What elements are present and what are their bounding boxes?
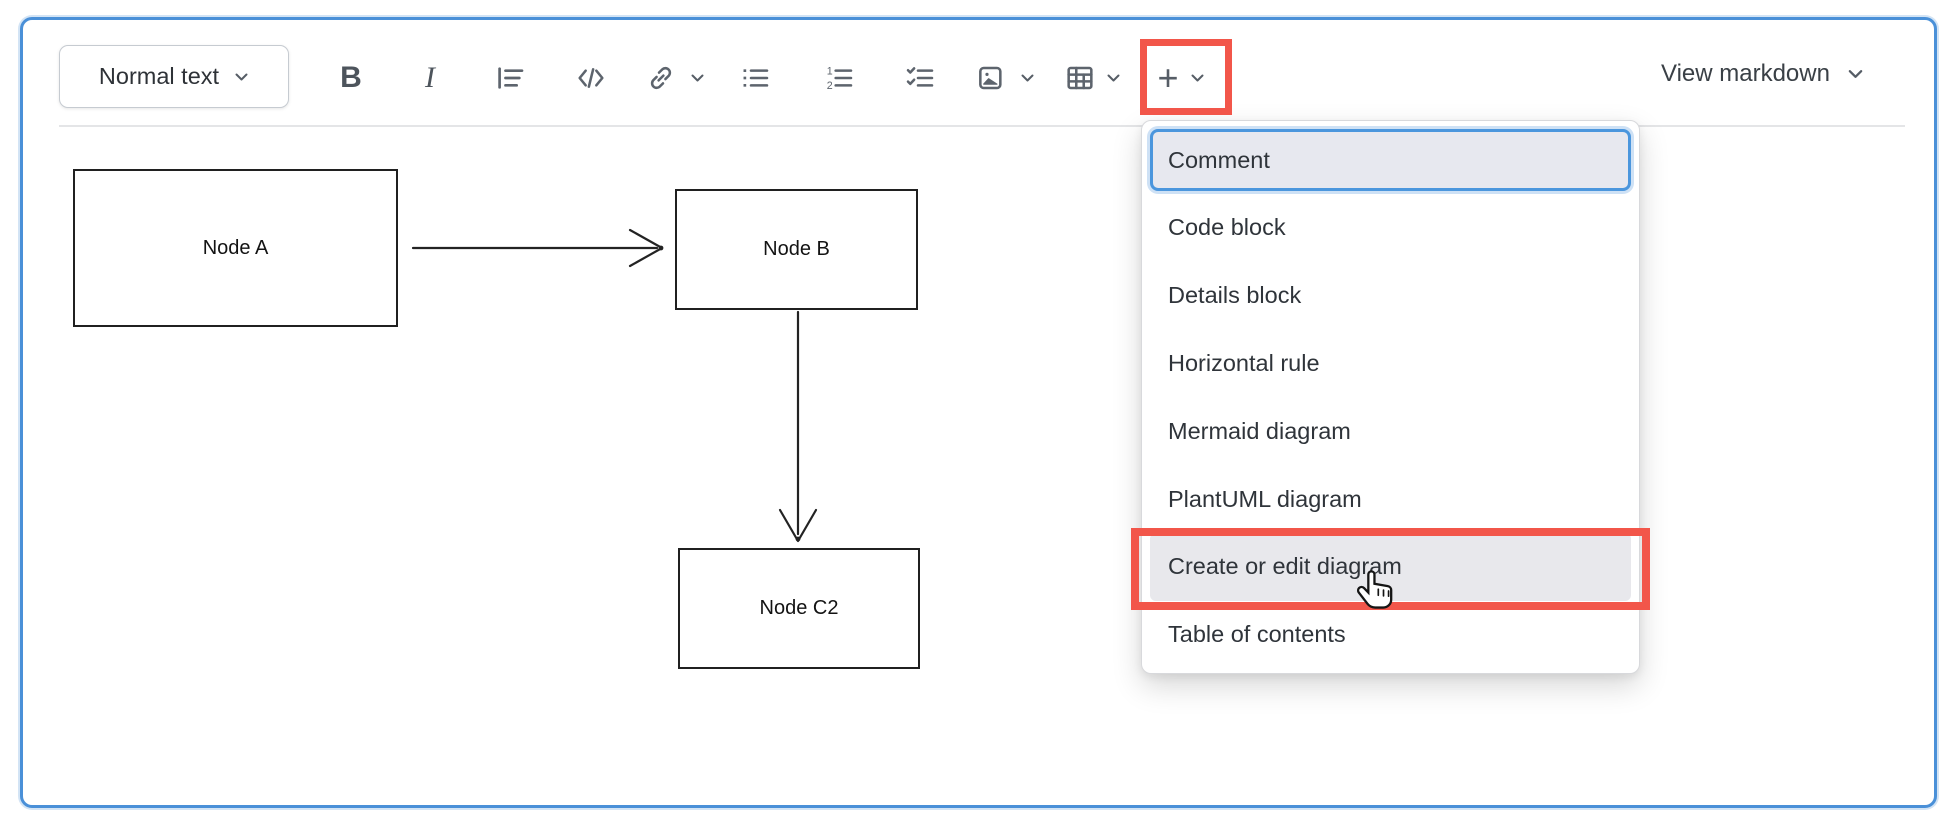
node-label: Node A <box>202 236 269 259</box>
diagram-node-b[interactable]: Node B <box>675 189 918 310</box>
bullet-list-icon <box>743 69 769 87</box>
insert-menu: Comment Code block Details block Horizon… <box>1141 120 1640 674</box>
insert-chevron-icon[interactable] <box>1190 72 1205 84</box>
text-style-label: Normal text <box>98 63 220 89</box>
menu-item-table-of-contents[interactable]: Table of contents <box>1168 621 1346 648</box>
menu-item-create-or-edit-diagram[interactable]: Create or edit diagram <box>1150 532 1631 601</box>
annotation-box-create-or-edit <box>1131 528 1650 610</box>
table-icon <box>1067 66 1093 90</box>
code-block-button[interactable] <box>568 58 614 98</box>
check-list-button[interactable] <box>897 58 943 98</box>
diagram-node-c2[interactable]: Node C2 <box>678 548 920 669</box>
indent-list-button[interactable] <box>487 58 533 98</box>
menu-item-mermaid-diagram[interactable]: Mermaid diagram <box>1168 417 1351 444</box>
insert-plus-button[interactable]: + <box>1145 58 1191 98</box>
ordered-list-icon: 1 2 <box>827 65 853 92</box>
menu-item-code-block[interactable]: Code block <box>1168 214 1286 241</box>
indent-lines-icon <box>498 67 524 89</box>
link-chevron-icon[interactable] <box>690 72 705 84</box>
chevron-down-icon <box>1848 70 1863 78</box>
table-button[interactable] <box>1057 58 1103 98</box>
bold-button[interactable]: B <box>328 58 374 98</box>
diagram-node-a[interactable]: Node A <box>73 169 398 327</box>
hand-pointer-cursor <box>1356 570 1393 609</box>
image-chevron-icon[interactable] <box>1020 72 1035 84</box>
editor-frame: Normal text B I 1 2 <box>20 17 1937 808</box>
annotation-box-insert-button <box>1140 39 1232 115</box>
svg-text:2: 2 <box>827 80 833 92</box>
menu-item-details-block[interactable]: Details block <box>1168 282 1302 309</box>
node-label: Node C2 <box>759 597 839 619</box>
link-icon <box>650 66 672 90</box>
toolbar-divider <box>59 125 1905 127</box>
view-markdown-dropdown[interactable]: View markdown <box>1661 60 1864 88</box>
chevron-down-icon <box>235 73 248 80</box>
link-button[interactable] <box>638 58 684 98</box>
italic-icon: I <box>425 61 435 94</box>
image-button[interactable] <box>968 58 1014 98</box>
table-chevron-icon[interactable] <box>1106 72 1121 84</box>
code-icon <box>578 68 604 88</box>
view-markdown-label: View markdown <box>1661 60 1830 87</box>
image-icon <box>979 66 1002 90</box>
svg-text:1: 1 <box>827 65 833 77</box>
menu-item-horizontal-rule[interactable]: Horizontal rule <box>1168 349 1320 376</box>
italic-button[interactable]: I <box>407 58 453 98</box>
ordered-list-button[interactable]: 1 2 <box>816 58 862 98</box>
plus-icon: + <box>1157 57 1179 98</box>
node-label: Node B <box>763 238 830 260</box>
menu-item-comment[interactable]: Comment <box>1150 129 1631 191</box>
check-list-icon <box>906 67 934 87</box>
bullet-list-button[interactable] <box>732 58 778 98</box>
menu-item-plantuml-diagram[interactable]: PlantUML diagram <box>1168 485 1362 512</box>
text-style-dropdown[interactable]: Normal text <box>59 45 289 108</box>
bold-icon: B <box>340 61 362 94</box>
